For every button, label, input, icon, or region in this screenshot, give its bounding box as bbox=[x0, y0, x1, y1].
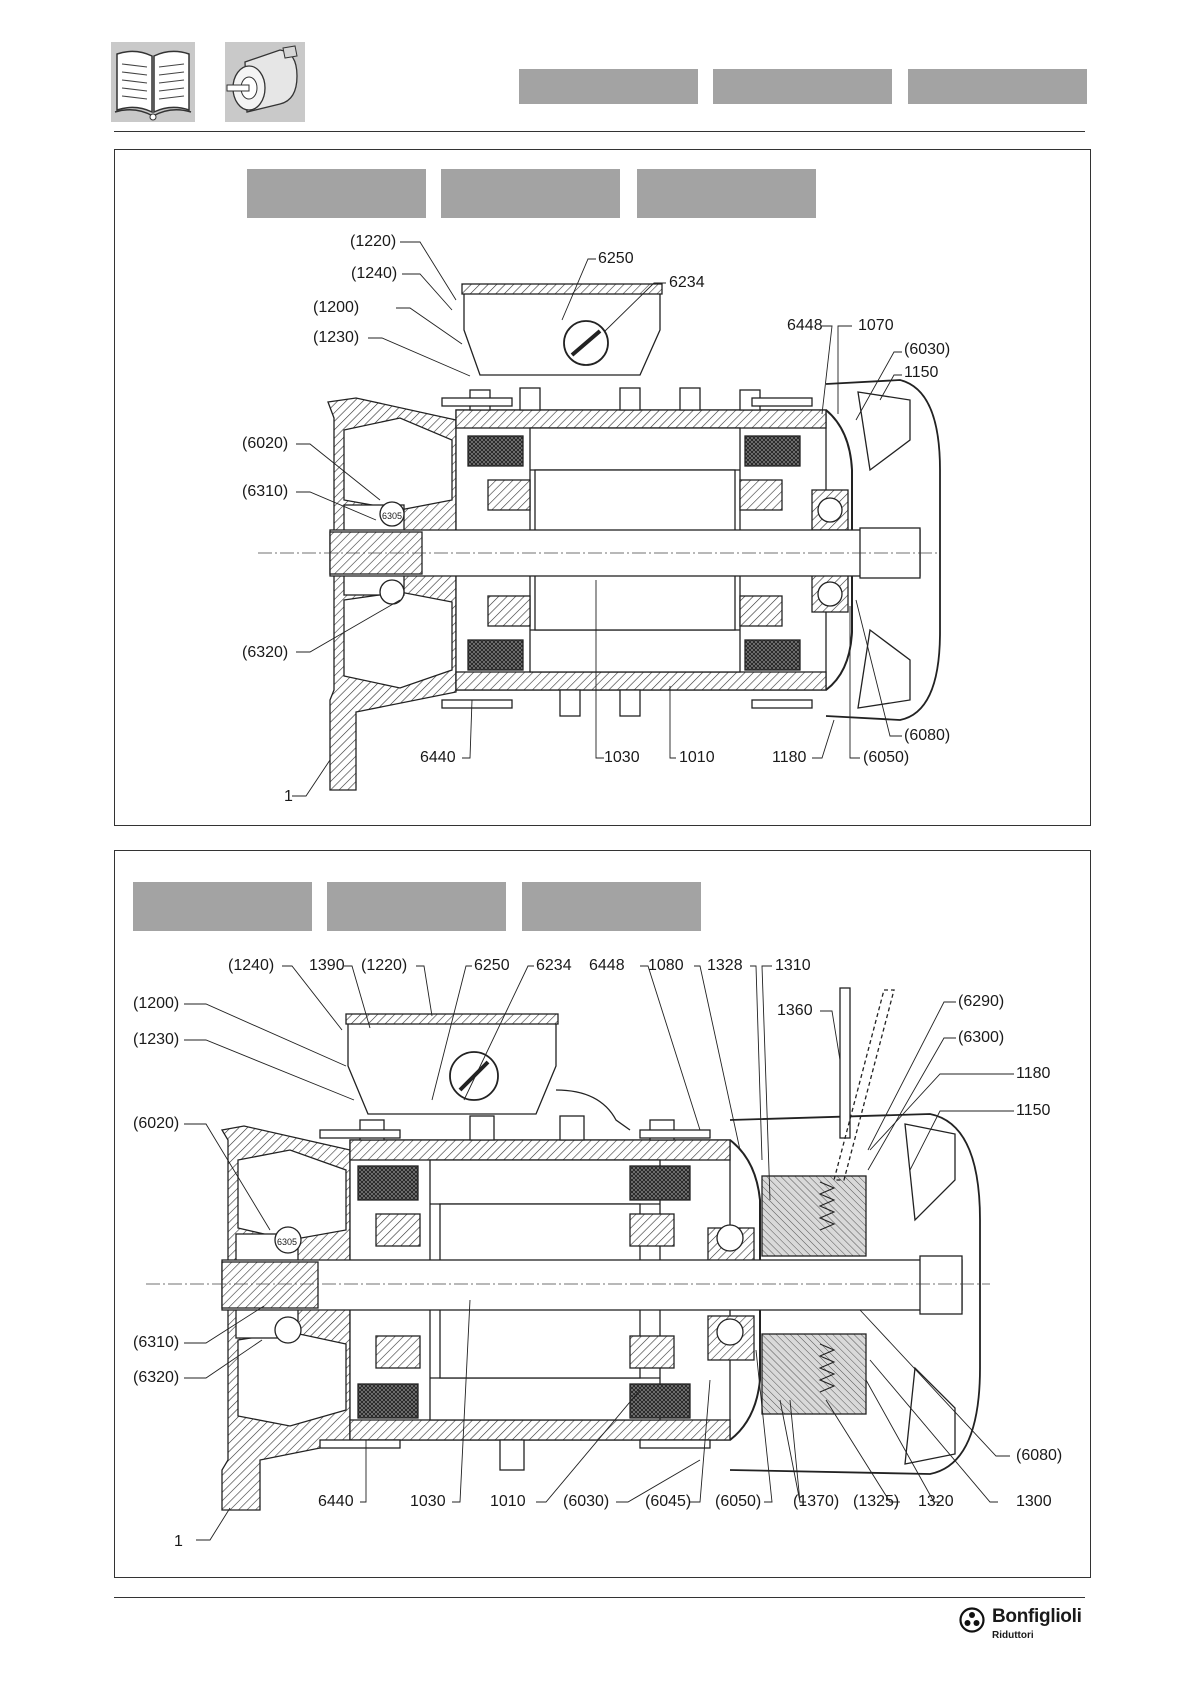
part-label-1070: 1070 bbox=[858, 317, 894, 334]
part-label-1200: (1200) bbox=[313, 299, 360, 316]
part-label-6310: (6310) bbox=[133, 1334, 180, 1351]
brand-name: Bonfiglioli bbox=[992, 1606, 1082, 1627]
figure1-title-box-3 bbox=[637, 169, 816, 218]
part-label-1370: (1370) bbox=[793, 1493, 840, 1510]
part-label-6448: 6448 bbox=[589, 957, 625, 974]
part-label-6310: (6310) bbox=[242, 483, 289, 500]
header-box-2 bbox=[713, 69, 892, 104]
part-label-6050: (6050) bbox=[863, 749, 910, 766]
header-rule bbox=[114, 131, 1085, 132]
part-label-1325: (1325) bbox=[853, 1493, 900, 1510]
figure1-title-box-1 bbox=[247, 169, 426, 218]
motor-1-body bbox=[327, 283, 941, 791]
figure2-title-box-1 bbox=[133, 882, 312, 931]
part-label-1220: (1220) bbox=[361, 957, 408, 974]
electric-motor-icon bbox=[225, 42, 305, 122]
part-label-1360: 1360 bbox=[777, 1002, 813, 1019]
part-label-1080: 1080 bbox=[648, 957, 684, 974]
part-label-1: 1 bbox=[174, 1533, 183, 1550]
part-label-6440: 6440 bbox=[420, 749, 456, 766]
part-label-1220: (1220) bbox=[350, 233, 397, 250]
part-label-1310: 1310 bbox=[775, 957, 811, 974]
part-label-1030: 1030 bbox=[604, 749, 640, 766]
part-label-1: 1 bbox=[284, 788, 293, 805]
part-label-1150: 1150 bbox=[904, 364, 939, 381]
part-label-6020: (6020) bbox=[133, 1115, 180, 1132]
part-label-1230: (1230) bbox=[133, 1031, 180, 1048]
part-label-6045: (6045) bbox=[645, 1493, 692, 1510]
brand-subtitle: Riduttori bbox=[992, 1630, 1034, 1641]
part-label-1010: 1010 bbox=[679, 749, 715, 766]
part-label-6030: (6030) bbox=[563, 1493, 610, 1510]
part-label-6050: (6050) bbox=[715, 1493, 762, 1510]
figure-brake-motor bbox=[114, 850, 1091, 1578]
bearing-label: 6305 bbox=[382, 511, 403, 521]
motor-2-body bbox=[220, 987, 981, 1511]
part-label-6440: 6440 bbox=[318, 1493, 354, 1510]
part-label-1230: (1230) bbox=[313, 329, 360, 346]
footer-rule bbox=[114, 1597, 1085, 1598]
part-label-6250: 6250 bbox=[598, 250, 634, 267]
part-label-1200: (1200) bbox=[133, 995, 180, 1012]
figure1-title-box-2 bbox=[441, 169, 620, 218]
part-label-1390: 1390 bbox=[309, 957, 345, 974]
part-label-1240: (1240) bbox=[228, 957, 275, 974]
part-label-6290: (6290) bbox=[958, 993, 1005, 1010]
figure-standard-motor bbox=[114, 149, 1091, 826]
part-label-1320: 1320 bbox=[918, 1493, 954, 1510]
part-label-6234: 6234 bbox=[669, 274, 705, 291]
part-label-1150: 1150 bbox=[1016, 1102, 1051, 1119]
open-book-icon bbox=[111, 42, 195, 122]
header-box-3 bbox=[908, 69, 1087, 104]
figure2-title-box-2 bbox=[327, 882, 506, 931]
part-label-1240: (1240) bbox=[351, 265, 398, 282]
part-label-6320: (6320) bbox=[242, 644, 289, 661]
part-label-6448: 6448 bbox=[787, 317, 823, 334]
figure2-title-box-3 bbox=[522, 882, 701, 931]
part-label-6300: (6300) bbox=[958, 1029, 1005, 1046]
header-box-1 bbox=[519, 69, 698, 104]
part-label-6250: 6250 bbox=[474, 957, 510, 974]
part-label-1010: 1010 bbox=[490, 1493, 526, 1510]
part-label-1328: 1328 bbox=[707, 957, 743, 974]
part-label-6030: (6030) bbox=[904, 341, 951, 358]
bearing-label: 6305 bbox=[277, 1237, 298, 1247]
part-label-6080: (6080) bbox=[1016, 1447, 1063, 1464]
part-label-1030: 1030 bbox=[410, 1493, 446, 1510]
part-label-1180: 1180 bbox=[1016, 1065, 1051, 1082]
bonfiglioli-logo-icon bbox=[959, 1607, 985, 1633]
part-label-6020: (6020) bbox=[242, 435, 289, 452]
part-label-6320: (6320) bbox=[133, 1369, 180, 1386]
part-label-1180: 1180 bbox=[772, 749, 807, 766]
part-label-6234: 6234 bbox=[536, 957, 572, 974]
part-label-1300: 1300 bbox=[1016, 1493, 1052, 1510]
brand-logo: Bonfiglioli Riduttori bbox=[959, 1606, 1089, 1650]
part-label-6080: (6080) bbox=[904, 727, 951, 744]
